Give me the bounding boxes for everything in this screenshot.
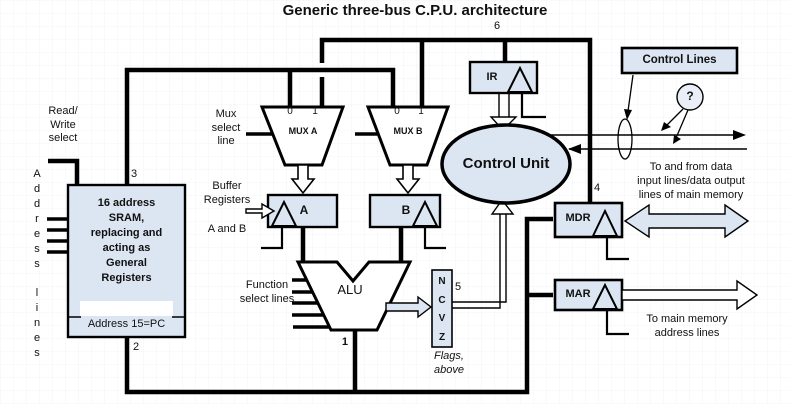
bus-number-1: 1 — [341, 336, 348, 348]
flags-ncvz-label: N C V Z — [438, 276, 446, 343]
memory-address-caption: To main memory address lines — [646, 313, 728, 339]
flags-to-cu-wire — [452, 214, 507, 309]
question-pointer-2-arrowhead-icon — [673, 135, 681, 144]
read-write-wire — [48, 158, 80, 187]
memory-data-caption: To and from data input lines/data output… — [637, 161, 745, 201]
question-circle — [676, 83, 704, 111]
mux-b-input0-label: 0 — [394, 106, 400, 117]
control-lines-callout-pointer — [627, 74, 634, 112]
mux-a-output-arrow-icon — [290, 164, 316, 195]
mux-b-output-arrow-icon — [395, 164, 421, 195]
sram-footer-strip — [80, 301, 173, 316]
ir-label: IR — [486, 71, 498, 83]
sram-label: 16 address SRAM, replacing and acting as… — [90, 197, 163, 284]
question-mark-label: ? — [686, 89, 694, 103]
mdr-label: MDR — [565, 212, 591, 224]
address-vertical-label: Address — [31, 168, 43, 273]
buffer-registers-arrow-icon — [245, 202, 276, 220]
mux-a-input0-label: 0 — [287, 106, 293, 117]
mux-b-shape — [365, 105, 451, 167]
mux-b-label: MUX B — [393, 126, 423, 136]
mar-memory-arrow-icon — [621, 279, 759, 311]
bus-number-2: 2 — [133, 341, 140, 353]
mux-a-label: MUX A — [288, 126, 318, 136]
alu-label: ALU — [337, 282, 363, 297]
function-select-label: Function select lines — [239, 279, 295, 305]
ir-to-cu-wire — [498, 93, 510, 117]
mux-select-line-label: Mux select line — [211, 108, 241, 147]
bus-lower — [124, 67, 396, 187]
control-lines-bundle-ellipse-icon — [617, 118, 633, 160]
control-line-out-arrowhead-icon — [733, 130, 746, 140]
bus-result — [124, 216, 553, 395]
bus-wires — [48, 37, 593, 395]
question-pointer-1 — [665, 108, 684, 127]
control-line-in-arrowhead-icon — [568, 144, 581, 154]
control-ticks — [47, 132, 380, 329]
a-and-b-label: A and B — [207, 223, 247, 235]
mdr-box — [553, 201, 624, 239]
reg-a-clock-line — [261, 227, 284, 250]
ir-clock-line — [520, 93, 546, 119]
question-pointer-2 — [675, 109, 689, 139]
bus-number-3: 3 — [131, 168, 138, 180]
reg-b-clock-triangle-icon — [411, 199, 439, 227]
question-pointer-1-arrowhead-icon — [661, 122, 671, 131]
bus-upper — [319, 37, 593, 203]
control-lines-wires — [546, 118, 747, 160]
clock-lines — [261, 93, 629, 336]
control-lines-label: Control Lines — [642, 54, 717, 66]
control-unit-label: Control Unit — [462, 155, 550, 172]
control-lines-callout-box — [620, 46, 739, 75]
mdr-memory-double-arrow-icon — [623, 203, 750, 239]
read-write-select-label: Read/ Write select — [48, 105, 78, 144]
buffer-registers-label: Buffer Registers — [203, 180, 251, 206]
bus-number-5: 5 — [455, 281, 462, 293]
mar-clock-triangle-icon — [591, 282, 619, 310]
mux-a-input1-label: 1 — [312, 106, 318, 117]
bus-number-6: 6 — [493, 20, 501, 32]
mdr-clock-triangle-icon — [591, 208, 619, 237]
mdr-clock-line — [605, 237, 629, 261]
control-unit-ellipse — [440, 123, 572, 205]
ir-clock-triangle-icon — [506, 65, 534, 93]
lines-vertical-label: lines — [31, 287, 43, 362]
mux-b-input1-label: 1 — [418, 106, 424, 117]
mar-clock-line — [605, 310, 629, 336]
mar-label: MAR — [565, 288, 591, 300]
reg-b-clock-line — [423, 227, 446, 250]
flags-caption: Flags, above — [434, 350, 464, 376]
alu-shape — [295, 260, 413, 332]
reg-a-clock-triangle-icon — [270, 199, 298, 227]
reg-b-label: B — [401, 203, 411, 217]
control-lines-callout-arrowhead-icon — [624, 109, 632, 120]
alu-flags-arrow-icon — [385, 295, 433, 319]
bus-number-4: 4 — [594, 182, 601, 194]
sram-footer-label: Address 15=PC — [87, 318, 166, 330]
reg-b-box — [368, 193, 442, 229]
mux-a-shape — [259, 105, 346, 167]
flags-to-cu-arrowhead-icon — [490, 198, 515, 215]
diagram-title: Generic three-bus C.P.U. architecture — [282, 2, 548, 19]
reg-a-label: A — [299, 203, 309, 217]
